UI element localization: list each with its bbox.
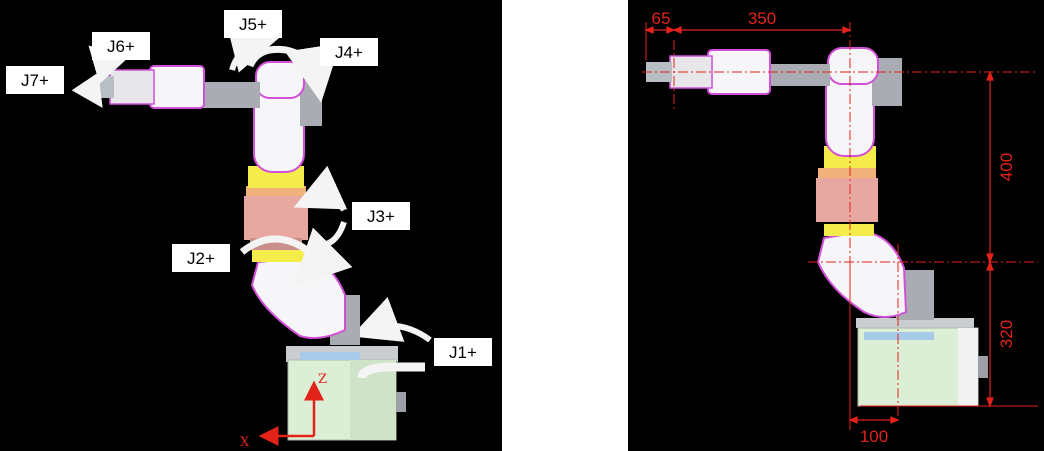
j3-rotation-arrow-icon: [293, 165, 348, 212]
z-axis-label: Z: [318, 372, 327, 387]
joint-label-j4: J4+: [320, 38, 378, 66]
j2-rotation-arrow-icon: [239, 227, 353, 287]
svg-text:J3+: J3+: [367, 207, 395, 226]
svg-text:J7+: J7+: [21, 71, 49, 90]
j1-rotation-arrow-icon: [357, 362, 425, 379]
coordinate-axes: Z X: [240, 372, 327, 450]
joint-label-j3: J3+: [352, 202, 410, 230]
svg-text:J4+: J4+: [335, 43, 363, 62]
robot-forearm: [94, 65, 260, 109]
dimension-lines: [644, 26, 994, 424]
center-lines: [642, 22, 1038, 430]
dimension-65-label: 65: [652, 9, 671, 28]
j1-rotation-arrow-top-icon: [351, 297, 432, 343]
svg-text:J5+: J5+: [239, 15, 267, 34]
joint-diagram-panel: J1+ J2+ J3+ J4+ J5+ J6+ J7+: [0, 0, 502, 451]
robot-lower-link: [250, 248, 360, 345]
robot-base: [286, 346, 406, 441]
joint-label-j6: J6+: [92, 32, 150, 60]
j3-rotation-arrow-lower-icon: [311, 220, 347, 248]
svg-text:J1+: J1+: [449, 343, 477, 362]
joint-label-j1: J1+: [434, 338, 492, 366]
svg-text:J2+: J2+: [187, 249, 215, 268]
joint-label-j5: J5+: [224, 10, 282, 38]
robot-silhouette: [646, 47, 988, 407]
svg-text:J6+: J6+: [107, 37, 135, 56]
joint-label-j2: J2+: [172, 244, 230, 272]
dimension-100-label: 100: [860, 427, 888, 446]
joint-diagram-svg: J1+ J2+ J3+ J4+ J5+ J6+ J7+: [6, 10, 492, 450]
j7-rotation-arrow-icon: [71, 72, 103, 108]
dimension-350-label: 350: [748, 9, 776, 28]
dimension-diagram-svg: 65 350 400 320 100: [642, 9, 1038, 446]
joint-label-j7: J7+: [6, 66, 64, 94]
dimension-320-label: 320: [997, 320, 1016, 348]
dimension-400-label: 400: [997, 153, 1016, 181]
robot-wrist-head: [255, 61, 305, 99]
x-axis-label: X: [240, 435, 250, 450]
j5-rotation-arrow-icon: [227, 26, 280, 73]
dimension-diagram-panel: 65 350 400 320 100: [628, 0, 1044, 451]
